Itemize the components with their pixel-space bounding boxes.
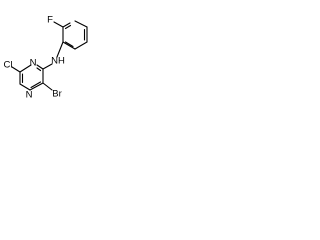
pyrimidine-bond-3	[19, 83, 31, 91]
bromine-label: Br	[52, 89, 62, 100]
chemical-structure: F NH N Cl N Br	[4, 15, 88, 101]
c-br-bond	[42, 82, 53, 91]
phenyl-bond-6	[62, 22, 71, 28]
phenyl-bond-1	[74, 20, 88, 28]
pyrimidine-bond-1	[19, 64, 32, 73]
fluorine-label: F	[47, 15, 53, 26]
pyrimidine-double-bond-2	[30, 81, 42, 89]
phenyl-double-bond-2	[64, 41, 74, 48]
phenyl-double-bond-3	[64, 24, 72, 30]
pyrimidine-ring	[11, 63, 53, 91]
nh-phenyl-bond	[56, 41, 64, 58]
amine-nh-label: NH	[51, 56, 65, 67]
phenyl-bond-3	[74, 41, 88, 50]
phenyl-bond-4	[62, 41, 76, 50]
c-f-bond	[53, 21, 64, 28]
pyrimidine-n-bottom-label: N	[26, 90, 33, 101]
c-cl-bond	[11, 66, 21, 73]
pyrimidine-double-bond-3	[36, 67, 42, 72]
fluorophenyl-ring	[53, 20, 88, 50]
pyrimidine-bond-4	[29, 82, 44, 91]
c-nh-bond	[42, 63, 53, 70]
pyrimidine-bond-6	[36, 64, 44, 70]
chlorine-label: Cl	[4, 60, 13, 71]
pyrimidine-n-top-label: N	[30, 58, 37, 69]
